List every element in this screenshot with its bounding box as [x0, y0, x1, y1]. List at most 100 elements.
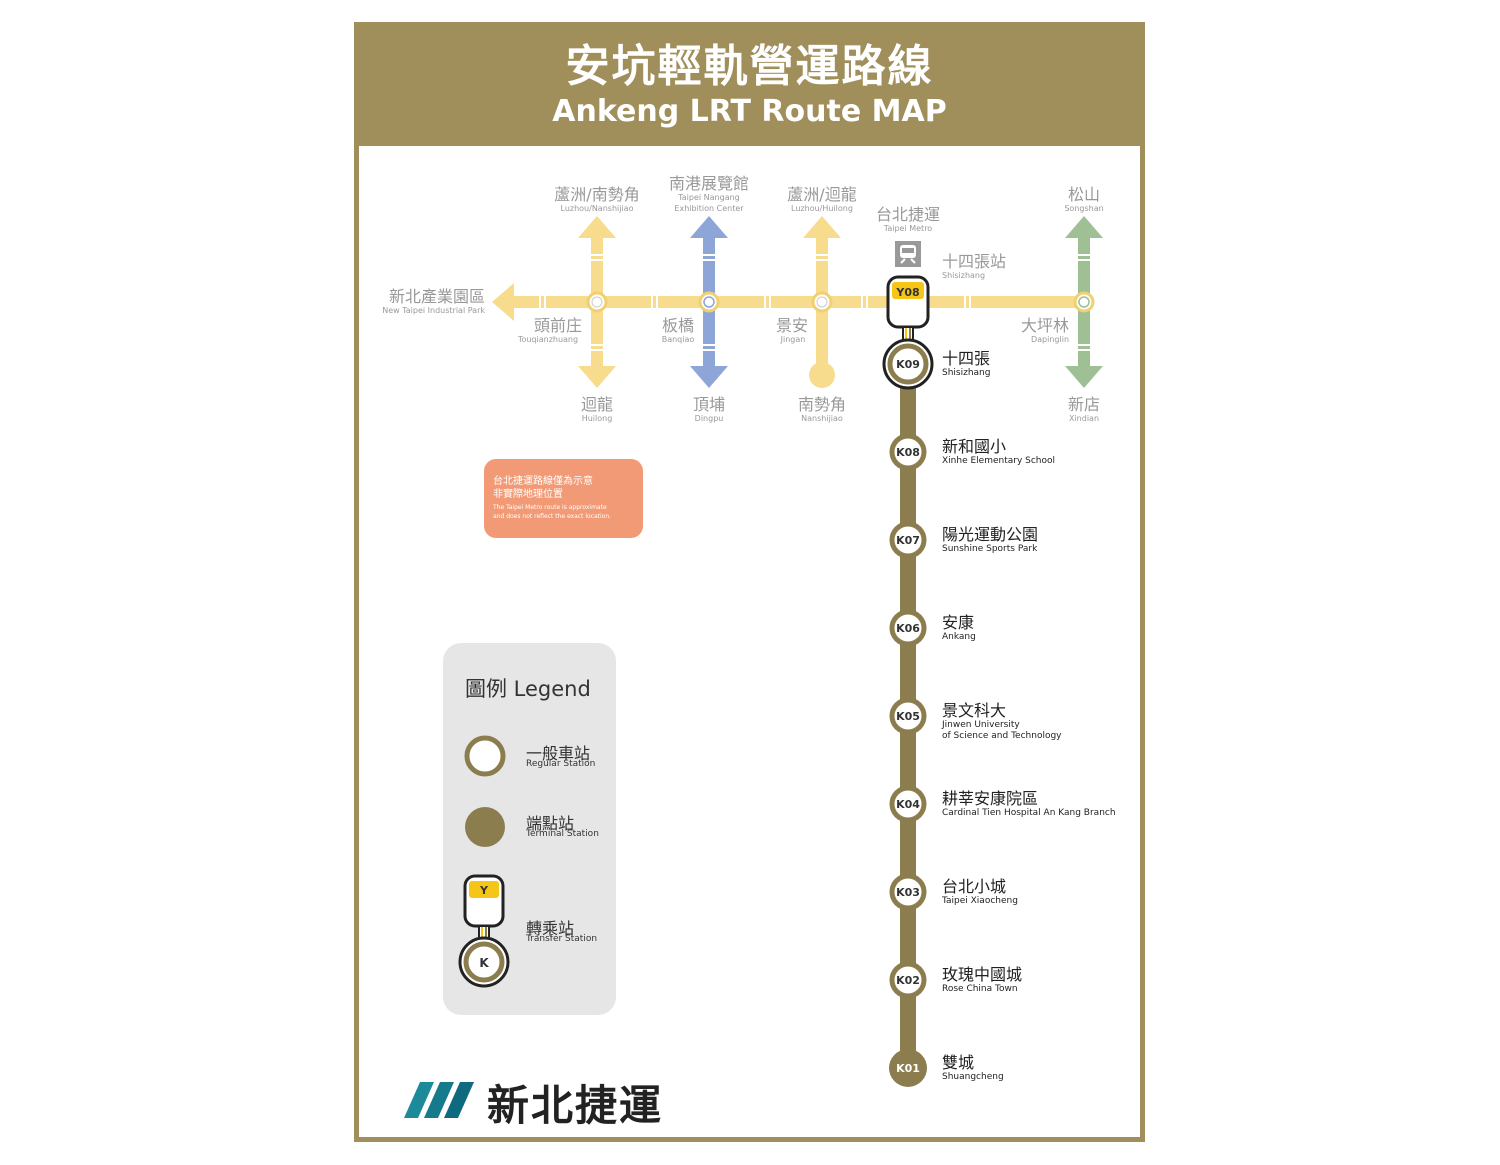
station-name-en: Cardinal Tien Hospital An Kang Branch: [942, 808, 1116, 818]
branch-1-top-zh: 蘆洲/南勢角: [554, 185, 639, 204]
transfer-station-y08-k09: Y08: [882, 275, 934, 390]
station-code: K02: [896, 974, 920, 987]
station-name-en: Shisizhang: [942, 368, 990, 378]
regular-station-symbol: [464, 735, 506, 777]
station-dapinglin-zh: 大坪林: [1021, 316, 1069, 335]
station-marker: [889, 609, 927, 647]
branch-4-top-zh: 松山: [1068, 185, 1100, 204]
station-code: K01: [896, 1062, 920, 1075]
branch-3-top-en: Luzhou/Huilong: [791, 204, 853, 213]
station-marker: [889, 433, 927, 471]
station-name-en: Taipei Xiaocheng: [941, 896, 1018, 906]
legend-transfer-en: Transfer Station: [526, 934, 598, 944]
station-code: K08: [896, 446, 920, 459]
legend-transfer-code-bottom: K: [479, 956, 489, 970]
map-title-chinese: 安坑輕軌營運路線: [565, 41, 934, 92]
metro-label-en: Taipei Metro: [883, 224, 933, 233]
station-name-en: of Science and Technology: [942, 731, 1062, 741]
transfer-code-y08: Y08: [895, 286, 919, 299]
station-marker: [889, 961, 927, 999]
ntmc-logo-icon: [404, 1082, 474, 1118]
station-jingan-en: Jingan: [780, 335, 806, 344]
station-jingan-zh: 景安: [776, 316, 808, 335]
west-end-label-zh: 新北產業園區: [389, 287, 485, 306]
ntmc-logo-text: 新北捷運: [487, 1081, 664, 1130]
note-en-lines: The Taipei Metro route is approximate an…: [493, 503, 635, 521]
station-touqianzhuang-zh: 頭前庄: [534, 316, 582, 335]
circular-line-stripes: [539, 296, 971, 308]
station-name-en: Jinwen University: [941, 720, 1020, 730]
note-en-line-2: and does not reflect the exact location.: [493, 513, 612, 520]
note-en-line-1: The Taipei Metro route is approximate: [493, 504, 607, 511]
branch-4-bottom-zh: 新店: [1068, 395, 1100, 414]
circular-line-west-arrow: [492, 283, 514, 321]
station-marker: [889, 785, 927, 823]
station-marker: [889, 873, 927, 911]
legend-transfer-code-top: Y: [479, 884, 489, 897]
station-name-en: Shuangcheng: [942, 1072, 1004, 1082]
station-name-zh: 新和國小: [942, 437, 1006, 456]
branch-end-labels: 蘆洲/南勢角 Luzhou/Nanshijiao 迴龍 Huilong 南港展覽…: [554, 174, 1103, 423]
branch-3-bottom-zh: 南勢角: [798, 395, 846, 414]
station-code: K09: [896, 358, 920, 371]
branch-2-top-en-line1: Taipei Nangang: [677, 193, 740, 202]
map-title-english: Ankeng LRT Route MAP: [552, 94, 947, 129]
legend-terminal-en: Terminal Station: [526, 829, 599, 839]
branch-2-top-en-line2: Exhibition Center: [674, 204, 744, 213]
legend-regular-zh: 一般車站: [526, 744, 591, 763]
station-name-en: Xinhe Elementary School: [942, 456, 1055, 466]
branch-2-top-zh: 南港展覽館: [669, 174, 749, 193]
legend-regular-en: Regular Station: [526, 759, 596, 769]
circular-station-dots: [586, 291, 1095, 313]
legend-panel: 圖例 Legend Y K 一般車站 Regular Station 端點站 T…: [443, 643, 616, 1015]
transfer-station-y08-zh: 十四張站: [942, 252, 1006, 271]
west-end-label-en: New Taipei Industrial Park: [382, 306, 485, 315]
station-code: K03: [896, 886, 920, 899]
branch-1-bottom-en: Huilong: [582, 414, 613, 423]
station-marker: [889, 521, 927, 559]
station-code: K06: [896, 622, 920, 635]
station-code: K07: [896, 534, 920, 547]
station-banqiao-en: Banqiao: [662, 335, 695, 344]
station-name-zh: 玫瑰中國城: [942, 965, 1022, 984]
station-name-zh: 十四張: [942, 349, 990, 368]
legend-symbols: Y K: [458, 735, 510, 988]
branch-1-bottom-zh: 迴龍: [581, 395, 613, 414]
station-name-zh: 台北小城: [942, 877, 1006, 896]
note-zh-line-2: 非實際地理位置: [493, 489, 563, 500]
legend-terminal-zh: 端點站: [526, 814, 575, 833]
station-banqiao-zh: 板橋: [662, 316, 694, 335]
note-zh-line-1: 台北捷運路線僅為示意: [493, 476, 593, 487]
legend-title: 圖例 Legend: [465, 677, 591, 701]
branch-2-bottom-zh: 頂埔: [693, 395, 725, 414]
station-name-zh: 耕莘安康院區: [942, 789, 1038, 808]
transfer-station-y08-en: Shisizhang: [942, 271, 985, 280]
branch-3-bottom-en: Nanshijiao: [801, 414, 843, 423]
station-code: K05: [896, 710, 920, 723]
station-name-zh: 安康: [942, 613, 974, 632]
circular-line-track: [510, 296, 1090, 308]
metro-label-zh: 台北捷運: [876, 205, 940, 224]
branch-4-bottom-en: Xindian: [1069, 414, 1099, 423]
train-icon: [895, 241, 921, 267]
station-name-en: Rose China Town: [942, 984, 1018, 994]
terminal-marker: [889, 1049, 927, 1087]
station-name-zh: 景文科大: [942, 701, 1006, 720]
branch-2-bottom-en: Dingpu: [695, 414, 724, 423]
branch-1-top-en: Luzhou/Nanshijiao: [561, 204, 634, 213]
branch-4-top-en: Songshan: [1064, 204, 1103, 213]
station-name-en: Sunshine Sports Park: [942, 544, 1038, 554]
circular-line-labels: 新北產業園區 New Taipei Industrial Park 頭前庄 To…: [382, 205, 1069, 344]
map-disclaimer-note: 台北捷運路線僅為示意 非實際地理位置 The Taipei Metro rout…: [484, 459, 643, 538]
station-touqianzhuang-en: Touqianzhuang: [517, 335, 578, 344]
